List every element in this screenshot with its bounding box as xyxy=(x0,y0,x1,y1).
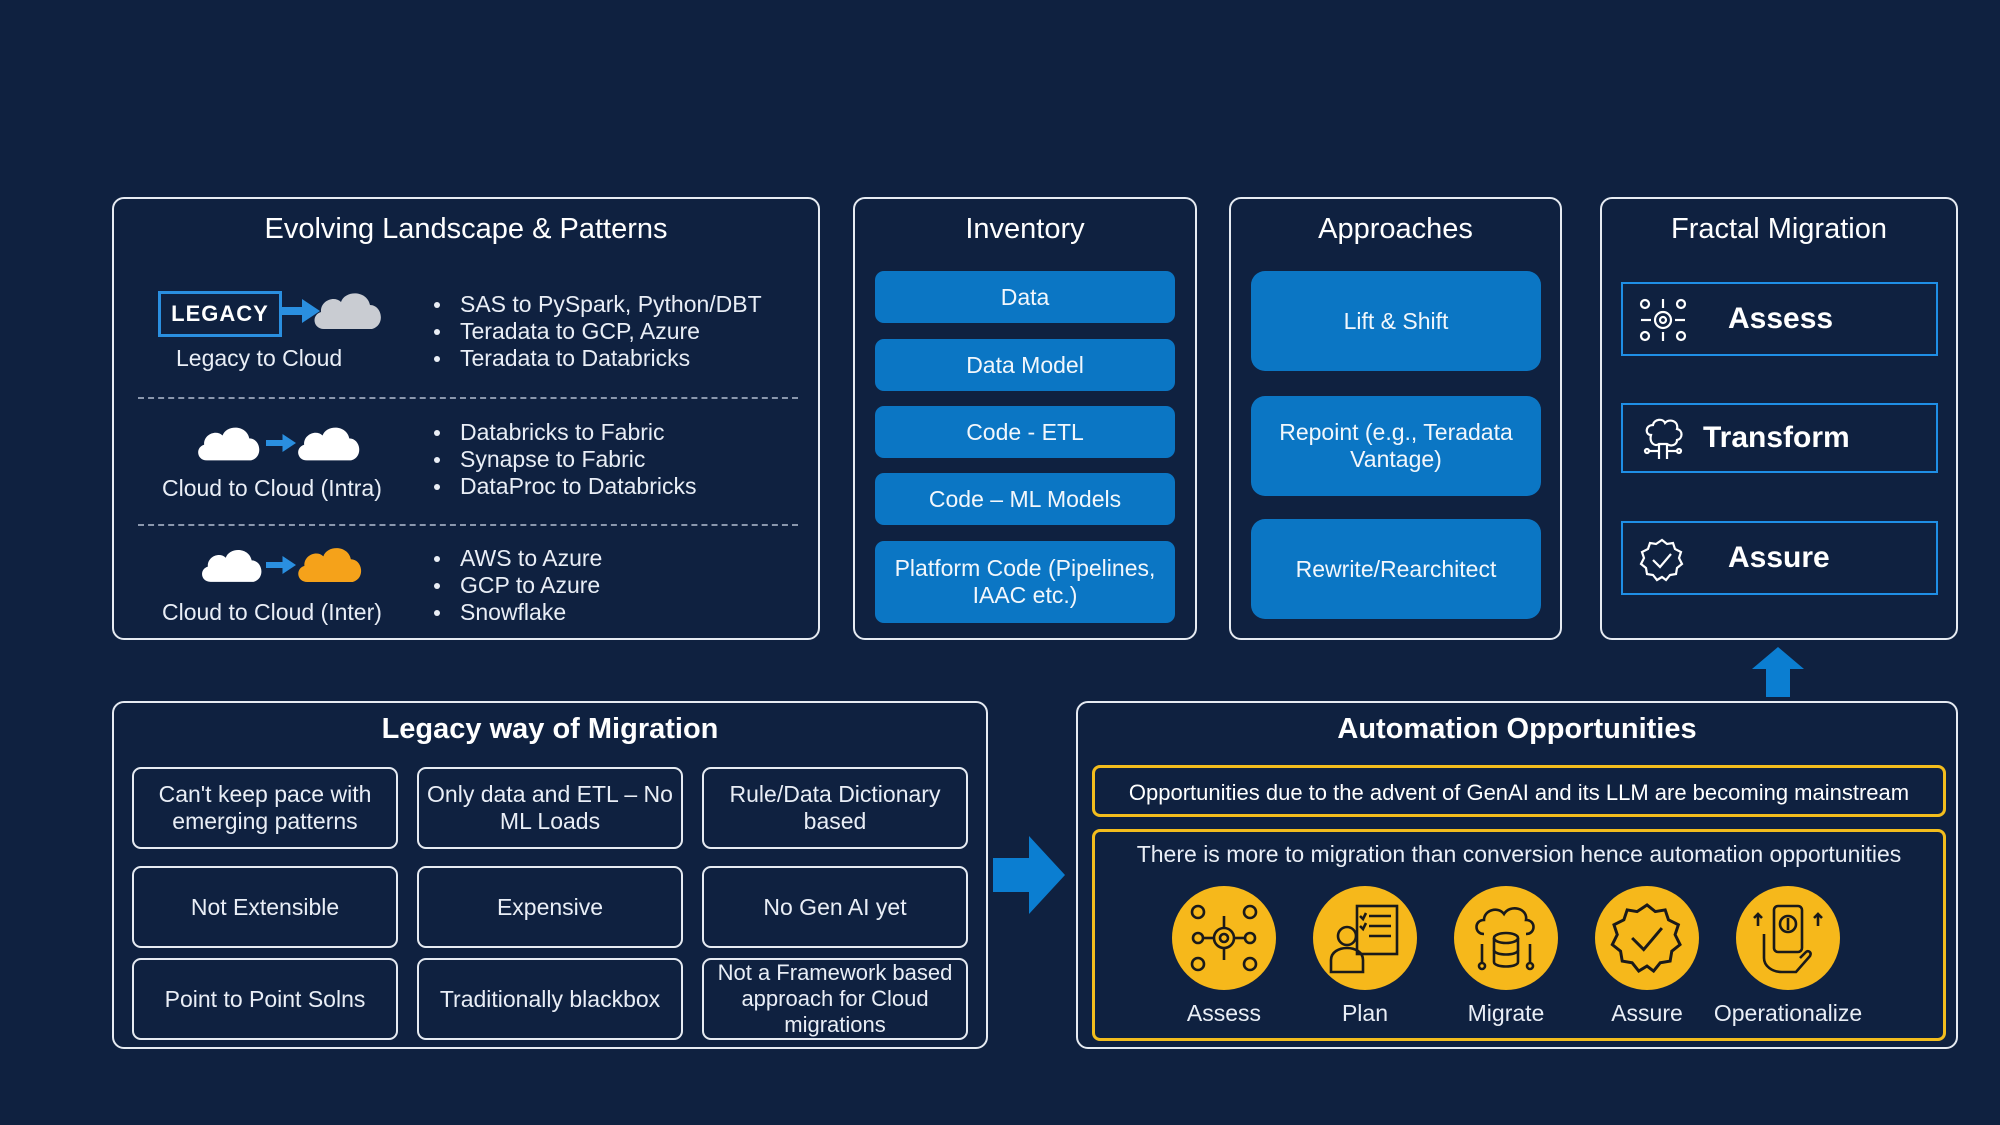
list-item: GCP to Azure xyxy=(430,572,602,599)
landscape-list-intra: Databricks to Fabric Synapse to Fabric D… xyxy=(430,419,696,500)
landscape-title: Evolving Landscape & Patterns xyxy=(264,213,668,245)
list-item: Snowflake xyxy=(430,599,602,626)
hand-phone-dollar-icon xyxy=(1753,904,1823,974)
landscape-caption-inter: Cloud to Cloud (Inter) xyxy=(162,599,382,625)
cloud-icon xyxy=(314,293,381,329)
step-plan xyxy=(1313,886,1417,990)
legacy-cell: Expensive xyxy=(417,866,683,948)
landscape-list-legacy: SAS to PySpark, Python/DBT Teradata to G… xyxy=(430,291,762,372)
approaches-title: Approaches xyxy=(1318,213,1473,245)
list-item: Teradata to Databricks xyxy=(430,345,762,372)
gears-network-icon xyxy=(1190,904,1258,972)
approach-rewrite: Rewrite/Rearchitect xyxy=(1251,519,1541,619)
cloud-icon xyxy=(198,427,260,461)
inventory-item-code-ml: Code – ML Models xyxy=(875,473,1175,525)
list-item: DataProc to Databricks xyxy=(430,473,696,500)
landscape-panel: Evolving Landscape & Patterns LEGACY Leg… xyxy=(112,197,820,640)
landscape-list-inter: AWS to Azure GCP to Azure Snowflake xyxy=(430,545,602,626)
step-assure xyxy=(1595,886,1699,990)
legacy-cell: No Gen AI yet xyxy=(702,866,968,948)
step-plan-label: Plan xyxy=(1341,1000,1389,1026)
legacy-badge: LEGACY xyxy=(158,291,282,337)
legacy-cell: Can't keep pace with emerging patterns xyxy=(132,767,398,849)
step-operationalize xyxy=(1736,886,1840,990)
automation-panel: Automation Opportunities Opportunities d… xyxy=(1076,701,1958,1049)
automation-banner: Opportunities due to the advent of GenAI… xyxy=(1092,765,1946,817)
step-operationalize-label: Operationalize xyxy=(1713,1000,1863,1026)
inventory-item-platform-code: Platform Code (Pipelines, IAAC etc.) xyxy=(875,541,1175,623)
list-item: Teradata to GCP, Azure xyxy=(430,318,762,345)
fractal-transform-label: Transform xyxy=(1703,421,1850,454)
person-checklist-icon xyxy=(1329,904,1399,974)
approach-repoint: Repoint (e.g., Teradata Vantage) xyxy=(1251,396,1541,496)
fractal-transform: Transform xyxy=(1621,403,1938,473)
arrow-right-icon xyxy=(993,836,1065,914)
automation-steps-box: There is more to migration than conversi… xyxy=(1092,829,1946,1041)
step-migrate xyxy=(1454,886,1558,990)
arrow-right-icon xyxy=(266,556,296,574)
check-badge-icon xyxy=(1610,903,1682,974)
fractal-assure: Assure xyxy=(1621,521,1938,595)
cloud-icon-orange xyxy=(298,548,362,582)
approaches-panel: Approaches Lift & Shift Repoint (e.g., T… xyxy=(1229,197,1562,640)
list-item: Databricks to Fabric xyxy=(430,419,696,446)
check-badge-icon xyxy=(1639,538,1684,582)
automation-title: Automation Opportunities xyxy=(1337,713,1697,745)
legacy-migration-panel: Legacy way of Migration Can't keep pace … xyxy=(112,701,988,1049)
step-assess-label: Assess xyxy=(1186,1000,1262,1026)
fractal-assure-label: Assure xyxy=(1728,541,1830,574)
legacy-cell: Traditionally blackbox xyxy=(417,958,683,1040)
cloud-database-icon xyxy=(1475,907,1535,971)
inventory-item-data: Data xyxy=(875,271,1175,323)
step-assure-label: Assure xyxy=(1611,1000,1683,1026)
legacy-migration-title: Legacy way of Migration xyxy=(381,713,719,745)
fractal-panel: Fractal Migration Assess Transform Assur… xyxy=(1600,197,1958,640)
landscape-caption-legacy: Legacy to Cloud xyxy=(176,345,343,371)
step-assess xyxy=(1172,886,1276,990)
fractal-assess-label: Assess xyxy=(1728,302,1834,335)
cloud-icon xyxy=(202,549,262,582)
automation-subtitle: There is more to migration than conversi… xyxy=(1136,841,1902,867)
fractal-assess: Assess xyxy=(1621,282,1938,356)
arrow-right-icon xyxy=(266,434,296,452)
cloud-icon xyxy=(298,427,360,461)
arrow-right-icon xyxy=(280,299,320,323)
list-item: AWS to Azure xyxy=(430,545,602,572)
landscape-caption-intra: Cloud to Cloud (Intra) xyxy=(162,475,382,501)
list-item: SAS to PySpark, Python/DBT xyxy=(430,291,762,318)
divider xyxy=(138,524,798,526)
fractal-title: Fractal Migration xyxy=(1671,213,1887,245)
list-item: Synapse to Fabric xyxy=(430,446,696,473)
legacy-cell: Not Extensible xyxy=(132,866,398,948)
inventory-panel: Inventory Data Data Model Code - ETL Cod… xyxy=(853,197,1197,640)
legacy-cell: Not a Framework based approach for Cloud… xyxy=(702,958,968,1040)
gears-network-icon xyxy=(1639,298,1687,342)
approach-lift-shift: Lift & Shift xyxy=(1251,271,1541,371)
divider xyxy=(138,397,798,399)
inventory-item-code-etl: Code - ETL xyxy=(875,406,1175,458)
arrow-up-icon xyxy=(1752,647,1804,697)
brain-circuit-icon xyxy=(1643,418,1683,459)
legacy-cell: Only data and ETL – No ML Loads xyxy=(417,767,683,849)
step-migrate-label: Migrate xyxy=(1467,1000,1545,1026)
automation-banner-text: Opportunities due to the advent of GenAI… xyxy=(1128,780,1910,805)
legacy-cell: Point to Point Solns xyxy=(132,958,398,1040)
legacy-cell: Rule/Data Dictionary based xyxy=(702,767,968,849)
inventory-title: Inventory xyxy=(965,213,1085,245)
inventory-item-data-model: Data Model xyxy=(875,339,1175,391)
